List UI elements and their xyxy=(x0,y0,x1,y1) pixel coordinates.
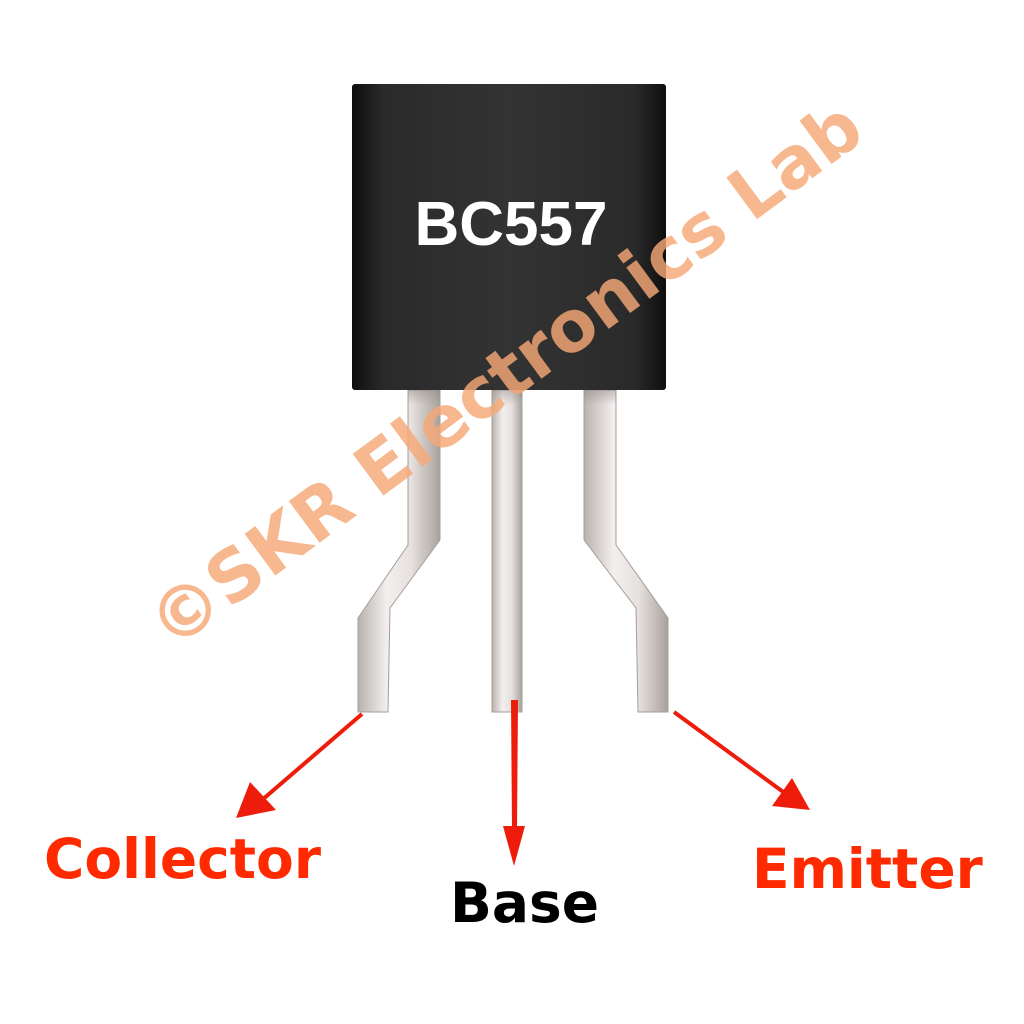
base-arrow-head xyxy=(503,826,525,866)
emitter-label: Emitter xyxy=(752,837,983,901)
base-arrow-shaft xyxy=(511,700,518,830)
collector-label: Collector xyxy=(44,827,321,891)
emitter-arrow-shaft xyxy=(672,710,788,796)
leads xyxy=(357,389,669,713)
pin-arrows xyxy=(236,700,810,866)
emitter-arrow-head xyxy=(772,778,810,810)
transistor-body xyxy=(352,84,666,390)
part-number: BC557 xyxy=(415,190,608,259)
base-label: Base xyxy=(450,871,599,935)
collector-arrow-shaft xyxy=(260,712,364,802)
collector-arrow-head xyxy=(236,782,276,818)
